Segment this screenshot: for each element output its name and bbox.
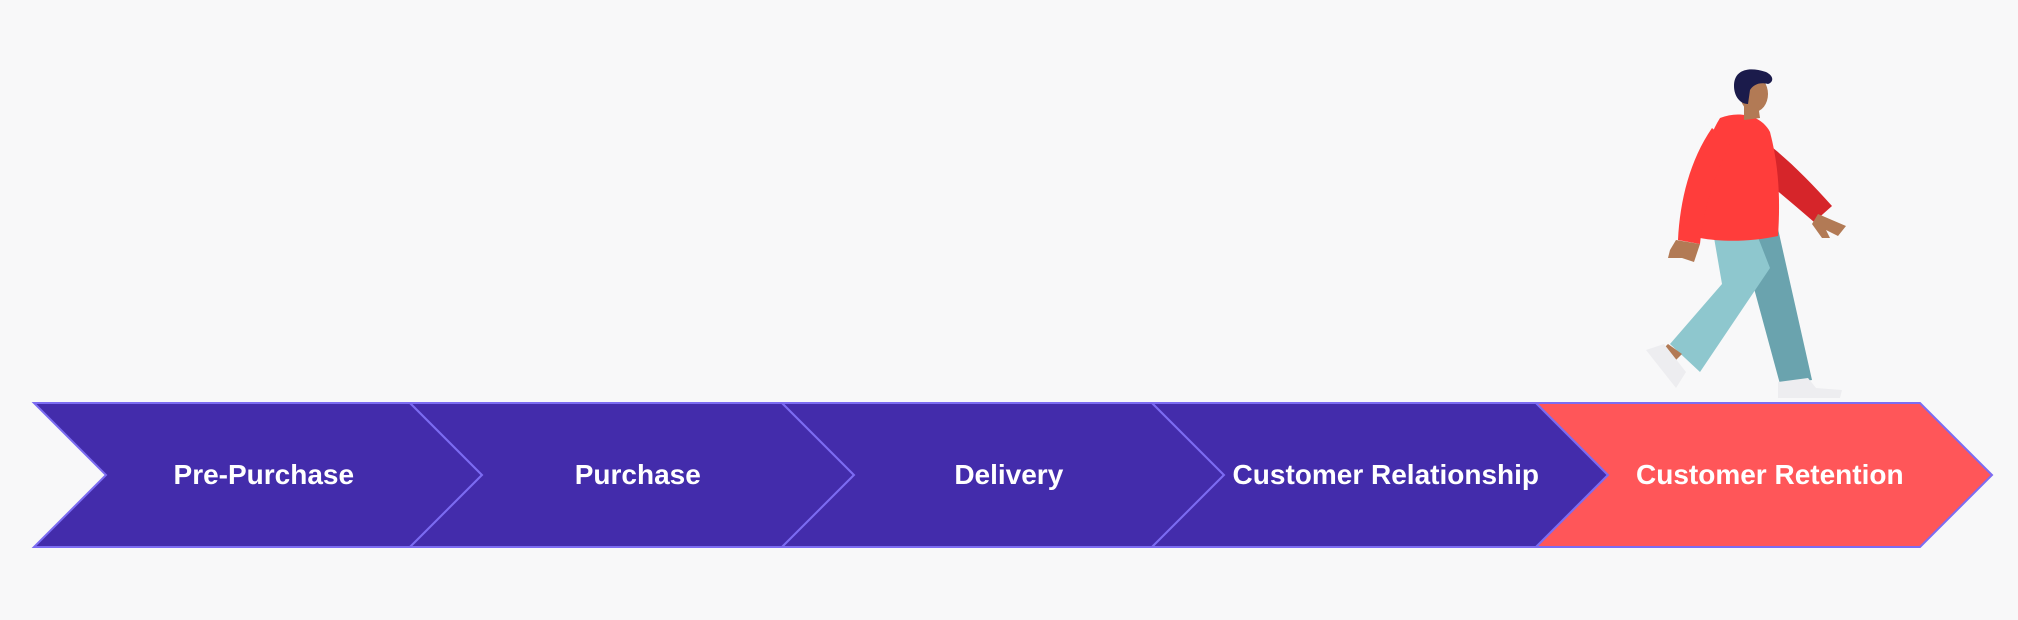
walking-person-illustration: [1646, 69, 1846, 398]
stage-label-4: Customer Relationship: [1232, 459, 1540, 490]
front-shoe: [1646, 344, 1686, 388]
hair: [1734, 69, 1773, 104]
stage-label-1: Pre-Purchase: [173, 459, 355, 490]
front-hand: [1668, 240, 1700, 262]
stage-label-2: Purchase: [574, 459, 701, 490]
back-hand: [1812, 214, 1846, 238]
stage-label-5: Customer Retention: [1636, 459, 1904, 490]
front-arm: [1678, 128, 1730, 244]
stage-chevron-5: [1533, 402, 1994, 548]
stage-label-3: Delivery: [954, 459, 1064, 490]
front-leg: [1670, 222, 1770, 372]
back-shoe: [1778, 378, 1842, 398]
